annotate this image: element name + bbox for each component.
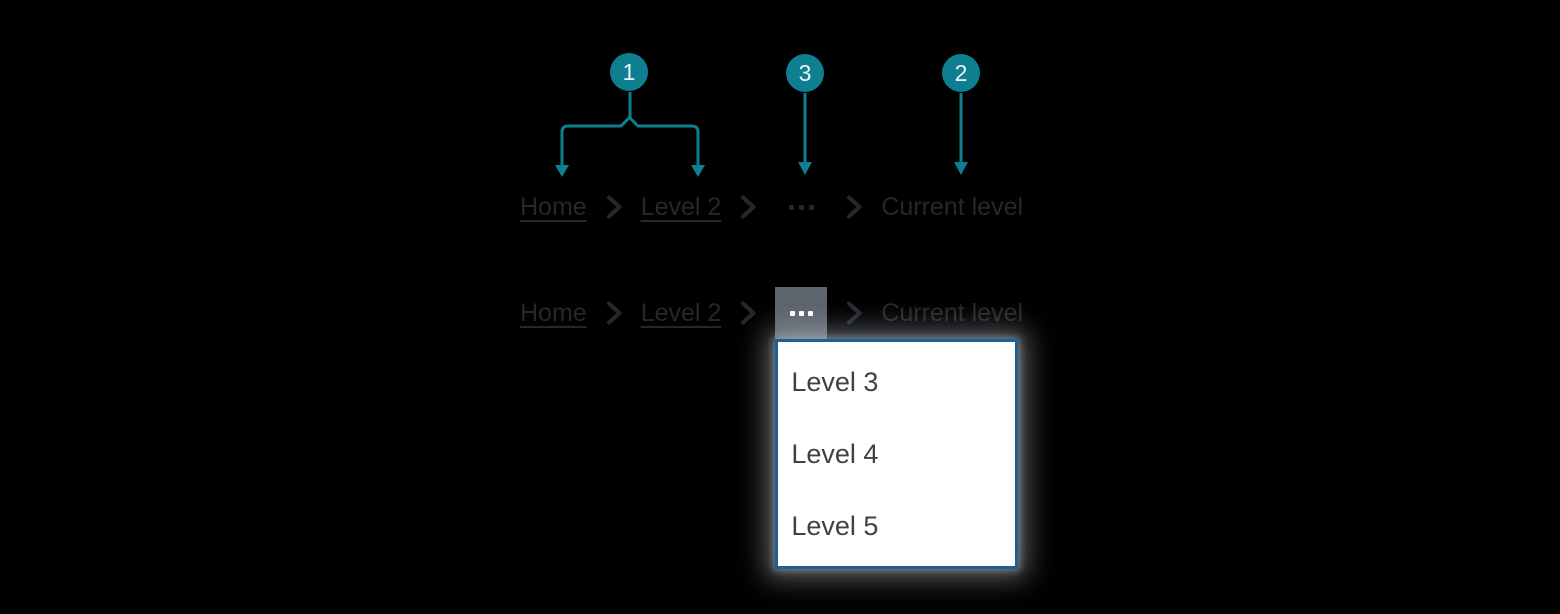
breadcrumb-current-level: Current level [881,298,1024,327]
menu-item-level5[interactable]: Level 5 [791,510,879,541]
callout-badge-3: 3 [786,54,824,92]
menu-item-level4[interactable]: Level 4 [791,438,879,469]
ellipsis-icon [788,204,794,210]
callout-badge-2: 2 [942,54,980,92]
chevron-right-icon [741,195,756,219]
callout-number: 3 [798,59,812,86]
callout-number: 1 [622,58,636,85]
ellipsis-icon [798,310,804,316]
chevron-right-icon [847,301,862,325]
breadcrumb-expanded: Home Level 2 Level 3 Level 4 Level 5 Cur… [520,287,1024,569]
callout-number: 2 [954,59,968,86]
breadcrumb-current-level: Current level [881,192,1024,221]
breadcrumb-default: Home Level 2 Current level [520,189,1023,225]
ellipsis-icon [798,204,804,210]
callout-badge-1: 1 [610,53,648,91]
chevron-right-icon [606,195,622,219]
breadcrumb-ellipsis[interactable] [775,189,827,225]
ellipsis-icon [789,310,795,316]
breadcrumb-link-level2[interactable]: Level 2 [640,298,722,327]
chevron-right-icon [741,301,756,325]
breadcrumb-ellipsis-button[interactable]: Level 3 Level 4 Level 5 [775,287,1019,569]
menu-item-level3[interactable]: Level 3 [791,366,879,397]
ellipsis-icon [808,204,814,210]
breadcrumb-dropdown-menu: Level 3 Level 4 Level 5 [775,339,1019,569]
breadcrumb-link-home[interactable]: Home [520,298,587,327]
chevron-right-icon [847,195,862,219]
ellipsis-icon [807,310,813,316]
chevron-right-icon [606,301,622,325]
breadcrumb-link-level2[interactable]: Level 2 [640,192,722,221]
breadcrumb-link-home[interactable]: Home [520,192,587,221]
